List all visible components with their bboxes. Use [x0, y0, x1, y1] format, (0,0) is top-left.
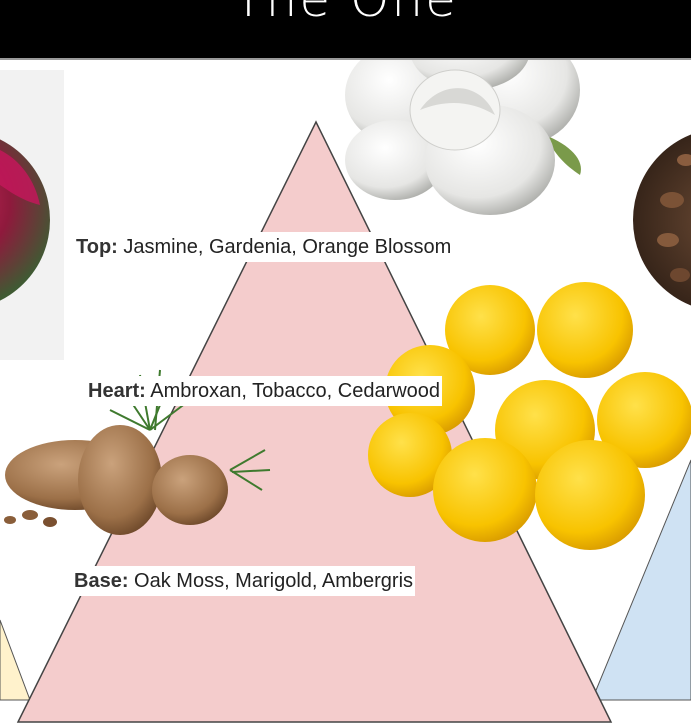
- top-notes: Top: Jasmine, Gardenia, Orange Blossom: [74, 232, 453, 262]
- base-notes: Base: Oak Moss, Marigold, Ambergris: [72, 566, 415, 596]
- gardenia-photo: [345, 60, 581, 215]
- side-pyramid-yellow: [0, 620, 30, 700]
- title-bar: The One: [0, 0, 691, 58]
- heart-notes-label: Heart:: [88, 380, 146, 402]
- top-notes-list: Jasmine, Gardenia, Orange Blossom: [123, 236, 451, 258]
- heart-notes-list: Ambroxan, Tobacco, Cedarwood: [150, 380, 440, 402]
- top-notes-label: Top:: [76, 236, 118, 258]
- pink-flower-photo: [0, 70, 64, 360]
- heart-notes: Heart: Ambroxan, Tobacco, Cedarwood: [86, 376, 442, 406]
- page-title: The One: [0, 0, 691, 28]
- base-notes-label: Base:: [74, 570, 128, 592]
- coffee-beans-photo: [633, 128, 691, 312]
- base-notes-list: Oak Moss, Marigold, Ambergris: [134, 570, 413, 592]
